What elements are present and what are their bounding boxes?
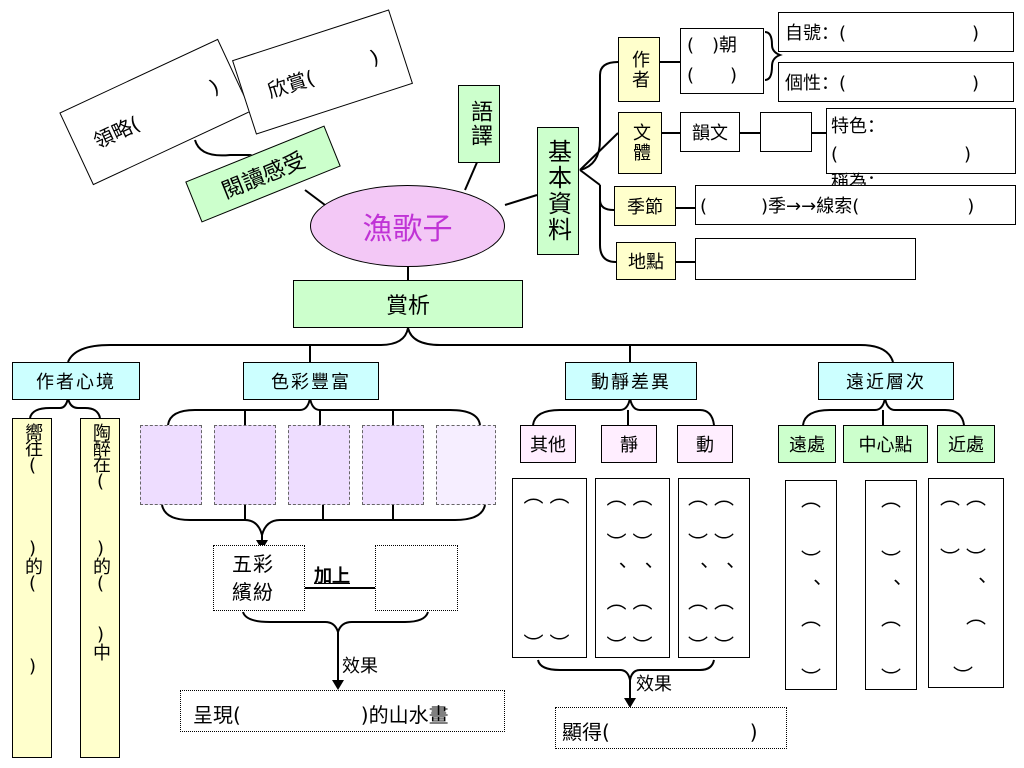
appreciation-label: 賞析 bbox=[293, 280, 523, 328]
yuanjin-label: 遠近層次 bbox=[818, 362, 954, 400]
effect-label-1: 效果 bbox=[342, 656, 378, 677]
genre-label: 文體 bbox=[618, 112, 662, 174]
yuanchu-column: ︵︶︑︵︶ bbox=[785, 480, 837, 690]
color-box-5 bbox=[436, 425, 496, 505]
dong-column: ︵︵︶︶︑︑︵︵︶︶ bbox=[678, 478, 750, 658]
jing-label: 靜 bbox=[601, 425, 657, 463]
author-label: 作者 bbox=[618, 37, 660, 102]
xinshang-text: 欣賞( ) bbox=[264, 44, 382, 103]
jinchu-label: 近處 bbox=[937, 425, 995, 463]
wucai-box: 五彩繽紛 bbox=[213, 545, 305, 611]
qita-column: ︵︵︶︶ bbox=[512, 478, 587, 658]
season-box: ( )季→→線索( ) bbox=[695, 185, 1016, 225]
mood-col-1: 嚮往( )的( ) bbox=[12, 418, 52, 758]
dynasty-bottom: ( ) bbox=[687, 65, 738, 86]
color-rich-label: 色彩豐富 bbox=[243, 362, 379, 400]
zihao-box: 自號：( ) bbox=[778, 12, 1014, 52]
jiashang-label: 加上 bbox=[314, 566, 350, 587]
xiande-box: 顯得( ) bbox=[555, 707, 787, 749]
dynasty-box: ( )朝 ( ) bbox=[680, 28, 764, 94]
author-mood-label: 作者心境 bbox=[12, 362, 140, 400]
chengxian-box: 呈現( )的山水畫 bbox=[180, 690, 505, 732]
place-label: 地點 bbox=[616, 242, 676, 280]
dongjing-label: 動靜差異 bbox=[565, 362, 697, 400]
effect-label-2: 效果 bbox=[636, 674, 672, 695]
basic-info-label: 基本資料 bbox=[537, 127, 579, 255]
center-title: 漁歌子 bbox=[310, 185, 505, 267]
yunwen-box: 韻文 bbox=[680, 112, 740, 152]
genre-blank-box bbox=[760, 112, 812, 152]
color-box-3 bbox=[288, 425, 350, 505]
gexing-box: 個性：( ) bbox=[778, 62, 1014, 102]
dong-label: 動 bbox=[677, 425, 733, 463]
season-label: 季節 bbox=[614, 186, 676, 226]
translation-label: 語譯 bbox=[458, 85, 500, 163]
zhongxin-column: ︵︶︑︵︶ bbox=[865, 480, 917, 690]
place-box bbox=[695, 238, 916, 280]
yuanchu-label: 遠處 bbox=[778, 425, 836, 463]
dynasty-top: ( )朝 bbox=[687, 35, 738, 56]
color-box-1 bbox=[140, 425, 202, 505]
zhongxin-label: 中心點 bbox=[843, 425, 928, 463]
mood-col-2: 陶醉在( )的( )中 bbox=[80, 418, 120, 758]
jing-column: ︵︵︶︶︑︑︵︵︶︶ bbox=[595, 478, 670, 658]
qita-label: 其他 bbox=[520, 425, 576, 463]
jinchu-column: ︵︵︶︶ ︑ ︵︶ bbox=[928, 478, 1004, 688]
tese-text: 特色：( ) bbox=[831, 116, 972, 165]
genre-detail-box: 特色：( ) 稱為：( ) bbox=[826, 108, 1016, 221]
jiashang-box bbox=[375, 545, 458, 611]
color-box-2 bbox=[214, 425, 276, 505]
color-box-4 bbox=[362, 425, 424, 505]
